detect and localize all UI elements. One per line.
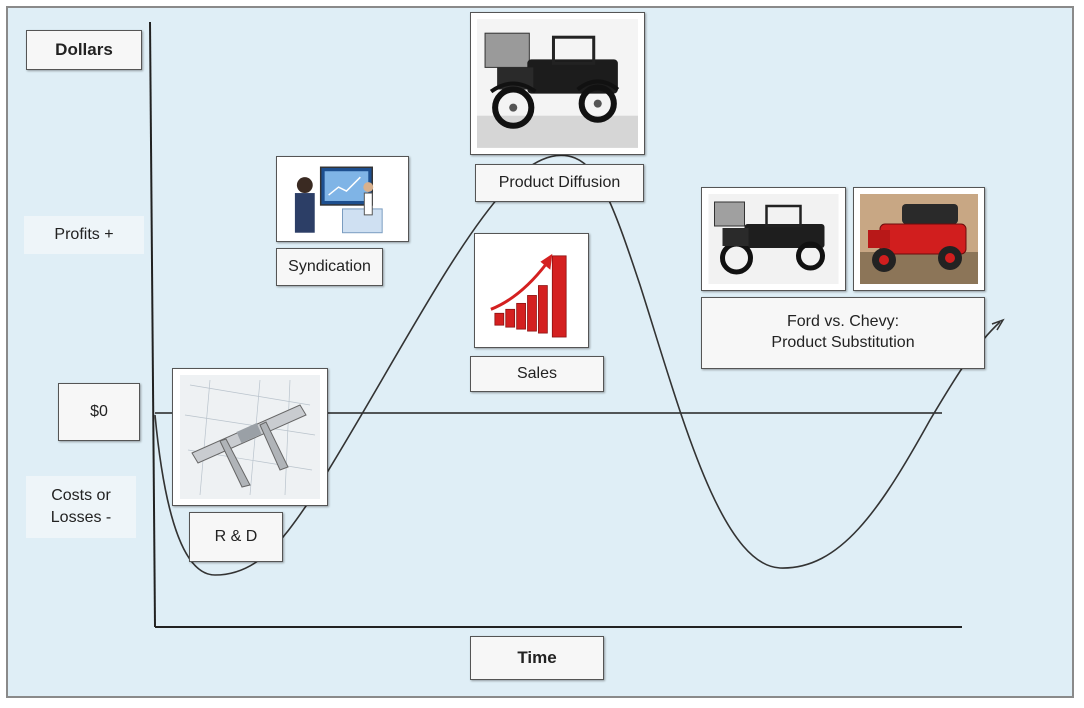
- syndication-label: Syndication: [276, 248, 383, 286]
- model-t-car-icon: [477, 19, 638, 148]
- substitution-label-line2: Product Substitution: [771, 334, 915, 351]
- sales-image: [474, 233, 589, 348]
- losses-label: Costs or Losses -: [26, 476, 136, 538]
- substitution-label: Ford vs. Chevy: Product Substitution: [701, 297, 985, 369]
- chevy-image: [853, 187, 985, 291]
- rd-image: [172, 368, 328, 506]
- black-ford-car-icon: [708, 194, 839, 284]
- red-chevy-car-icon: [860, 194, 978, 284]
- curve-arrowhead: [991, 318, 1005, 331]
- y-axis: [149, 21, 156, 628]
- x-axis-label: Time: [470, 636, 604, 680]
- presentation-icon: [283, 163, 402, 235]
- zero-label: $0: [58, 383, 140, 441]
- substitution-label-line1: Ford vs. Chevy:: [786, 313, 900, 331]
- ford-image: [701, 187, 846, 291]
- diffusion-label: Product Diffusion: [475, 164, 644, 202]
- sales-label: Sales: [470, 356, 604, 392]
- rising-bars-icon: [481, 240, 582, 341]
- rd-label: R & D: [189, 512, 283, 562]
- syndication-image: [276, 156, 409, 242]
- y-axis-label: Dollars: [26, 30, 142, 70]
- caliper-icon: [180, 375, 320, 499]
- profits-label: Profits +: [24, 216, 144, 254]
- diffusion-image: [470, 12, 645, 155]
